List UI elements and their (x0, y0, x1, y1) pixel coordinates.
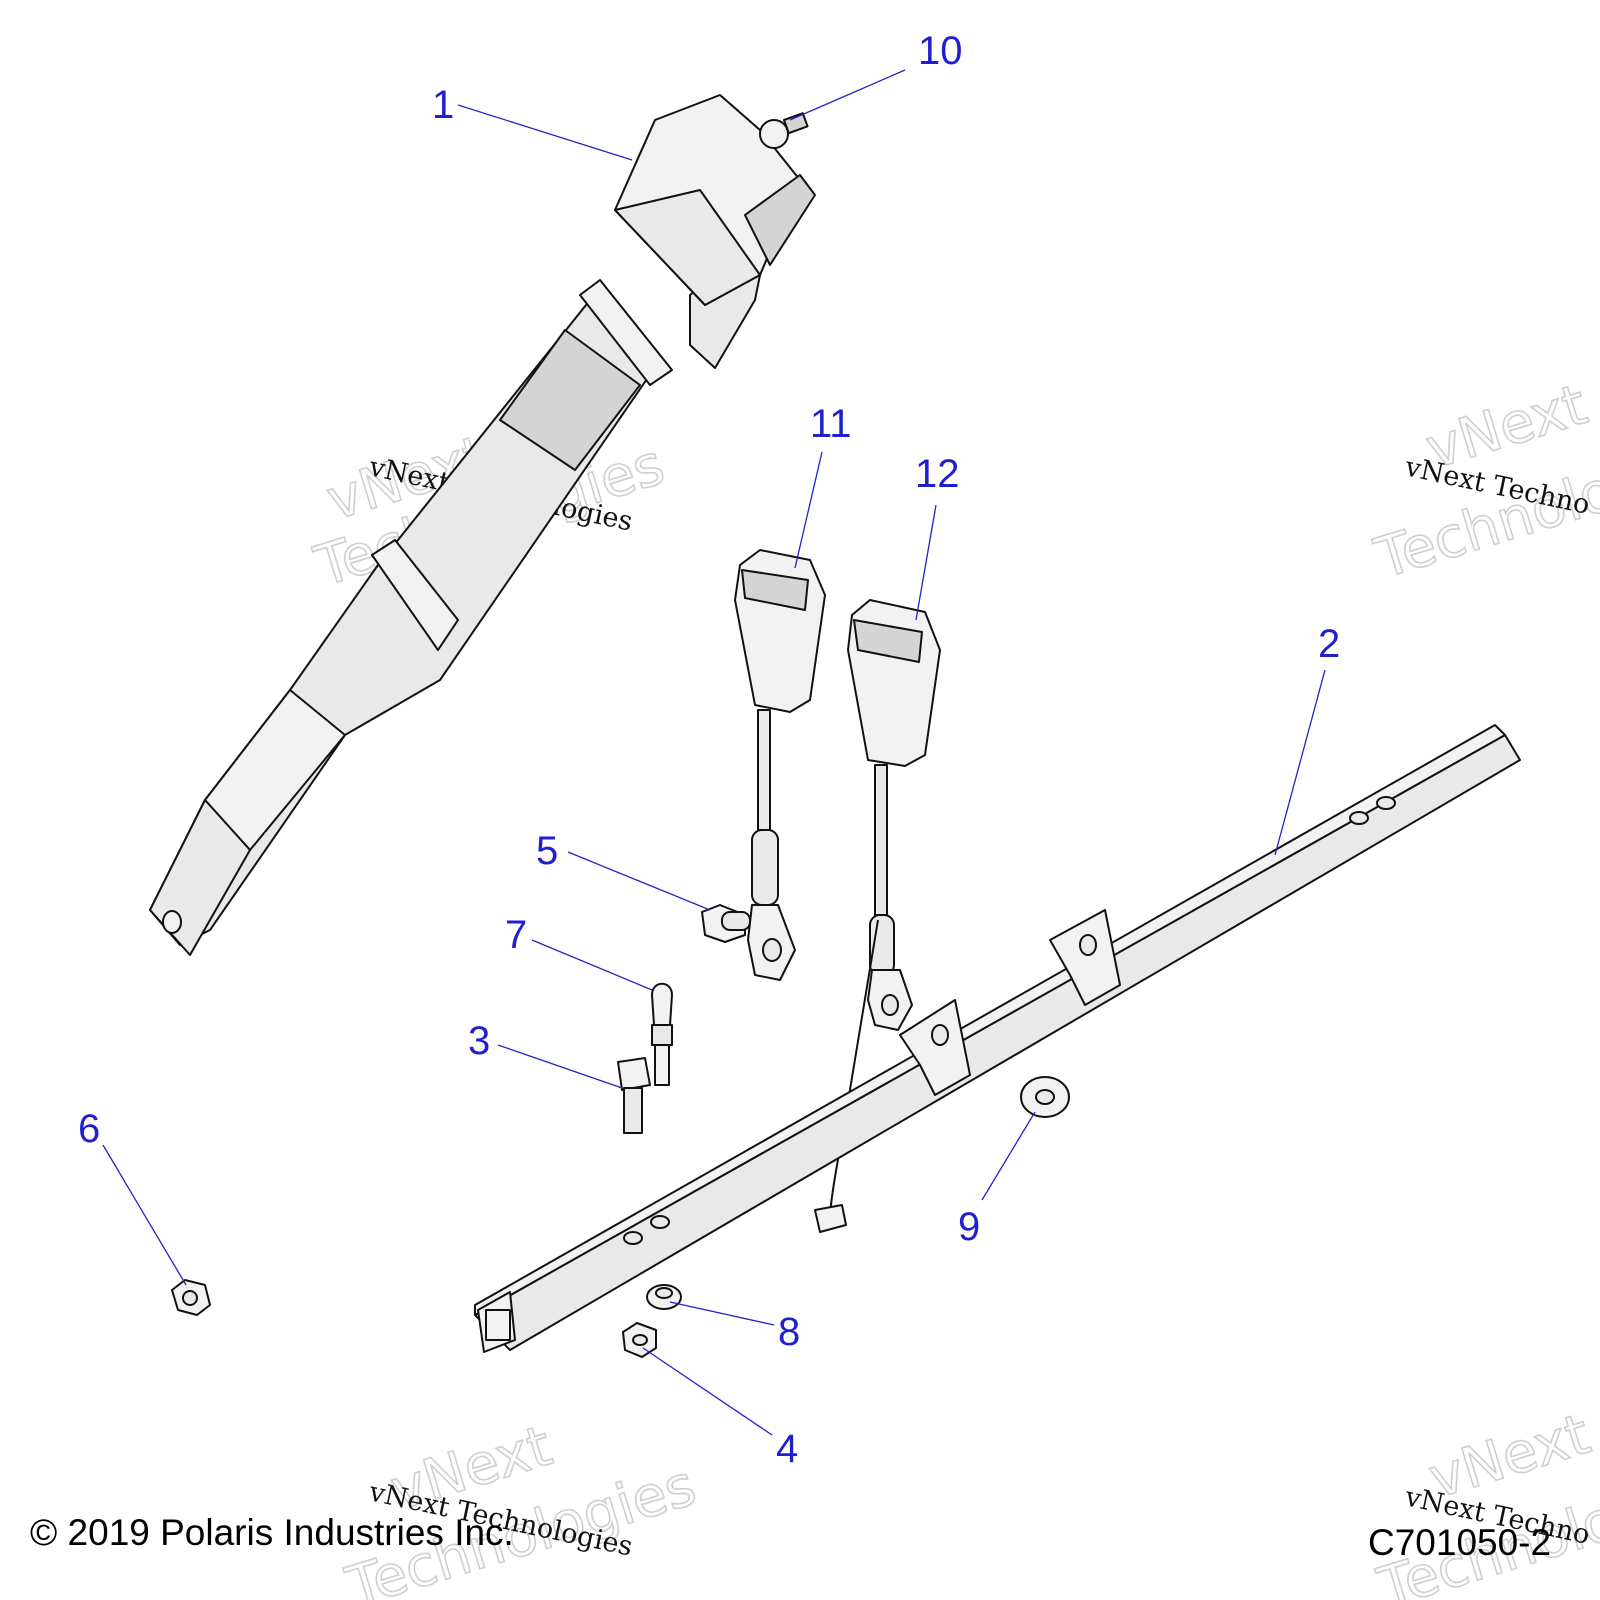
copyright-notice: © 2019 Polaris Industries Inc. (30, 1512, 514, 1553)
callout-12: 12 (915, 452, 960, 496)
tube-hole (1349, 811, 1369, 825)
retractor-stud-boss (759, 119, 789, 149)
belt-mounting-tube (474, 724, 1521, 1353)
leader-line-8 (669, 1301, 775, 1326)
stud-7 (651, 982, 673, 1086)
leader-line-9 (981, 1111, 1036, 1201)
leader-line-7 (531, 939, 653, 991)
buckle-anchor-hole (762, 938, 782, 962)
tube-mounting-tab (899, 999, 971, 1096)
callout-4: 4 (776, 1427, 798, 1471)
bolt-shank (623, 1087, 643, 1134)
tab-hole (1079, 934, 1097, 956)
callout-labels: 1 10 11 12 2 5 7 3 6 9 8 4 (78, 29, 1340, 1471)
leader-line-10 (789, 69, 906, 121)
web-guide-loop-lower (371, 539, 459, 651)
leader-line-2 (1274, 669, 1326, 856)
leader-line-4 (642, 1347, 773, 1436)
nut-6 (171, 1279, 211, 1316)
callout-6: 6 (78, 1107, 100, 1151)
leader-line-5 (567, 851, 711, 911)
buckle-sensor-connector (814, 1204, 847, 1233)
buckle-cable (757, 709, 771, 831)
tube-hole (623, 1231, 643, 1245)
callout-3: 3 (468, 1019, 490, 1063)
retractor-end-cap (744, 174, 816, 266)
retractor-mounting-stud (783, 112, 809, 135)
buckle-cable-sleeve (751, 829, 779, 906)
seat-belt-retractor-assembly (149, 94, 816, 956)
callout-10: 10 (918, 29, 963, 73)
buckle-anchor-hole (881, 994, 899, 1016)
callout-5: 5 (536, 829, 558, 873)
drawing-number: C701050-2 (1368, 1522, 1552, 1563)
callout-8: 8 (778, 1310, 800, 1354)
buckle-sensor-wire (829, 919, 879, 1216)
leader-line-3 (497, 1044, 623, 1089)
tube-mounting-tab (1049, 909, 1121, 1006)
bolt-head (617, 1057, 651, 1091)
flange-nut-8 (646, 1284, 682, 1310)
bolt-3 (617, 1057, 651, 1134)
seat-belt-buckle-12 (814, 599, 941, 1233)
washer-9 (1020, 1076, 1070, 1118)
belt-anchor-hole (162, 910, 182, 934)
tube-hole (650, 1215, 670, 1229)
stud-shank (654, 1044, 670, 1086)
buckle-cable (874, 764, 888, 916)
buckle-release-button (741, 569, 809, 611)
tube-front-face (474, 734, 1521, 1351)
leader-lines (102, 69, 1326, 1436)
stud-collar (651, 1024, 673, 1046)
stud-head (651, 982, 673, 1026)
lock-nut-4 (622, 1322, 657, 1358)
tube-bore (485, 1309, 511, 1341)
bolt-shank (721, 911, 751, 931)
callout-2: 2 (1318, 622, 1340, 666)
flange-nut-bore (655, 1287, 673, 1299)
web-guide-loop-upper (579, 279, 673, 386)
watermark-bottom-right: vNext Technologies (1370, 1401, 1600, 1600)
leader-line-11 (794, 451, 823, 569)
callout-9: 9 (958, 1205, 980, 1249)
leader-line-12 (915, 504, 937, 621)
lock-nut-bore (632, 1334, 648, 1346)
tab-hole (931, 1024, 949, 1046)
tube-hole (1376, 796, 1396, 810)
retractor-housing-side (614, 189, 761, 306)
tube-top-face (474, 724, 1506, 1316)
nut-bore (182, 1290, 198, 1306)
washer-hole (1035, 1089, 1055, 1105)
buckle-release-button (853, 619, 923, 663)
belt-webbing-fold (499, 329, 641, 471)
callout-1: 1 (432, 83, 454, 127)
seat-belt-buckle-11 (734, 549, 826, 981)
leader-line-1 (457, 104, 633, 161)
callout-11: 11 (810, 402, 852, 446)
callout-7: 7 (505, 913, 527, 957)
leader-line-6 (102, 1144, 187, 1286)
shoulder-bolt-5 (701, 904, 751, 943)
